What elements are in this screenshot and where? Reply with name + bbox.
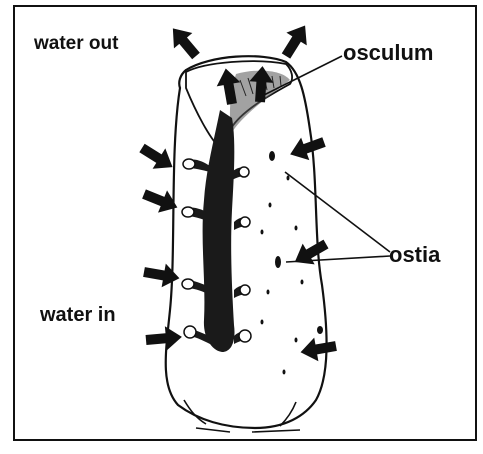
thick-arrow-icon xyxy=(164,21,206,64)
thick-arrow-icon xyxy=(276,19,315,62)
label-water-out: water out xyxy=(34,34,118,53)
thick-arrow-icon xyxy=(136,138,179,177)
label-water-in: water in xyxy=(40,305,116,325)
label-osculum: osculum xyxy=(343,42,433,64)
label-ostia: ostia xyxy=(389,244,440,266)
